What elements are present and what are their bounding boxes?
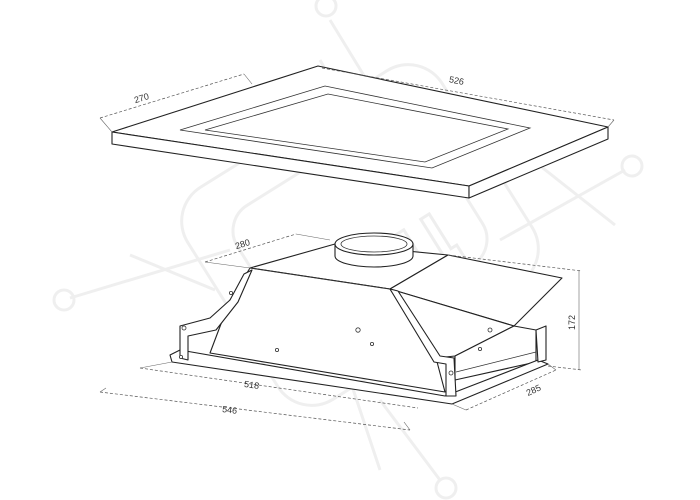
screw-hole (178, 354, 183, 359)
hood-inner-depth-label: 280 (234, 237, 251, 251)
hood-inner-width-dimension: 518 (139, 361, 419, 409)
frame-opening-inner (204, 93, 510, 163)
hood-width-dimension: 546 (99, 387, 411, 431)
extension-line (547, 363, 557, 371)
extension-line (139, 361, 173, 369)
frame-depth-dimension: 270 (99, 73, 253, 133)
watermark-node (620, 154, 644, 178)
screw-hole (355, 327, 361, 333)
hood-right-flange (389, 288, 457, 397)
frame-opening-outer (179, 85, 532, 169)
hood-body (169, 243, 563, 405)
hood-bottom-rail (169, 349, 549, 405)
hood-left-flange (179, 269, 253, 361)
frame-depth-line (99, 73, 245, 119)
hood-width-label: 546 (222, 404, 238, 416)
hood-depth-line (465, 369, 557, 411)
screw-hole (477, 346, 482, 351)
frame-width-line (321, 67, 615, 121)
top-frame-panel (111, 65, 609, 199)
watermark-ray (348, 379, 382, 471)
frame-depth-label: 270 (133, 91, 150, 105)
screw-hole (181, 325, 187, 331)
hood-inner-depth-dimension: 280 (204, 233, 331, 269)
outlet-pipe-rim (334, 232, 414, 256)
watermark-node (52, 288, 76, 312)
hood-height-dimension: 172 (447, 254, 583, 371)
watermark-node (434, 476, 458, 500)
hood-width-line (99, 391, 411, 431)
extension-line (99, 387, 107, 393)
outlet-pipe-inner (340, 235, 408, 253)
hood-right-post (535, 325, 547, 363)
outlet-pipe (334, 232, 414, 268)
hood-ridge (249, 267, 391, 290)
hood-inner-width-line (139, 367, 419, 409)
hood-depth-label: 285 (525, 382, 543, 397)
watermark-ray (129, 253, 216, 292)
extension-line (607, 119, 615, 128)
extension-line (451, 403, 467, 411)
extension-line (295, 233, 331, 241)
watermark-node (314, 0, 338, 18)
screw-hole (274, 347, 279, 352)
screw-hole (448, 370, 454, 376)
height-extension-bottom (547, 365, 583, 371)
watermark-ray (378, 399, 442, 481)
screw-hole (487, 327, 493, 333)
screw-hole (228, 290, 233, 295)
extension-line (204, 261, 251, 269)
hood-side-seam (455, 351, 537, 373)
hood-inner-width-label: 518 (244, 379, 260, 391)
watermark-ray (499, 168, 626, 242)
frame-width-label: 526 (448, 74, 465, 87)
hood-inner-depth-line (204, 233, 297, 263)
screw-hole (369, 341, 374, 346)
frame-width-dimension: 526 (321, 67, 615, 128)
height-extension-top (447, 254, 583, 272)
hood-height-label: 172 (567, 315, 577, 330)
frame-side-edge (468, 126, 609, 199)
extension-line (99, 117, 113, 133)
extension-line (243, 73, 253, 85)
extension-line (403, 421, 411, 431)
watermark-ray (69, 248, 231, 300)
